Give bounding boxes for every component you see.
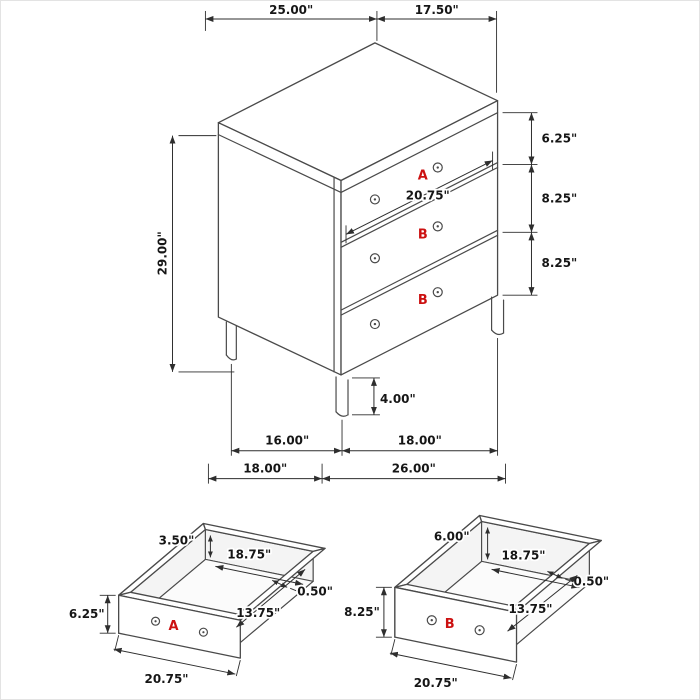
dim-a-outer-width-label: 20.75" [145,672,189,686]
drawer-b2-letter: B [418,293,428,308]
dim-b-interior-width-label: 18.75" [501,548,545,562]
drawer-b-knobs [426,615,485,636]
dim-base-depth-label: 18.00" [243,462,287,476]
drawer-a-detail-letter: A [168,619,178,634]
drawer-a-front-panel [118,594,241,659]
dim-drawer3-height-label: 8.25" [542,256,578,270]
dim-a-front-height-label: 6.25" [69,607,105,621]
dim-top-width-label: 17.50" [415,3,459,17]
dim-a-interior-depth-label: 13.75" [236,606,280,620]
dim-top-depth-label: 25.00" [269,3,313,17]
chest-legs [225,296,505,417]
dim-leg-height: 4.00" [351,377,417,416]
dim-base-width-label: 26.00" [392,462,436,476]
dim-b-interior-depth-label: 13.75" [508,602,552,616]
dim-leg-span-width-label: 18.00" [398,434,442,448]
dim-bottom-rows: 16.00" 18.00" 18.00" 26.00" [207,338,507,484]
dim-leg-height-label: 4.00" [380,392,416,406]
drawer-b-front-panel [394,586,518,663]
drawer-b-detail: B 8.25" 6.00" 18.75" 0.50" 13.75" 20.75" [342,514,611,692]
dim-top: 25.00" 17.50" [204,1,498,93]
dim-b-front-height-label: 8.25" [344,605,380,619]
dim-b-wall-thickness-label: 0.50" [573,574,609,588]
dim-b-interior-height-label: 6.00" [434,529,470,543]
drawer-a-knobs [150,616,209,637]
drawer-b-dims: 8.25" 6.00" 18.75" 0.50" 13.75" 20.75" [342,527,611,692]
dim-front-width: 20.75" [345,151,494,244]
dim-a-wall-thickness-label: 0.50" [297,584,333,598]
dim-b-outer-width-label: 20.75" [414,676,458,690]
drawer-b-detail-letter: B [445,617,455,632]
dim-drawer-heights: 6.25" 8.25" 8.25" [502,112,579,296]
main-chest-view: A B B 25.00" 17.50" 29.00" [154,1,579,484]
dim-drawer2-height-label: 8.25" [542,191,578,205]
dim-leg-span-depth-label: 16.00" [265,434,309,448]
dim-front-width-label: 20.75" [406,188,450,202]
drawer-a-dims: 6.25" 3.50" 18.75" 0.50" 13.75" 20.75" [67,532,335,688]
dim-a-interior-height-label: 3.50" [159,533,195,547]
drawer-a-letter: A [418,168,428,183]
dim-a-interior-width-label: 18.75" [227,547,271,561]
dim-height: 29.00" [154,135,235,373]
drawer-a-detail: A 6.25" 3.50" 18.75" 0.50" 13.75" 20.75" [67,522,335,688]
dim-height-label: 29.00" [156,231,170,275]
dim-drawer1-height-label: 6.25" [542,132,578,146]
drawer-b1-letter: B [418,227,428,242]
